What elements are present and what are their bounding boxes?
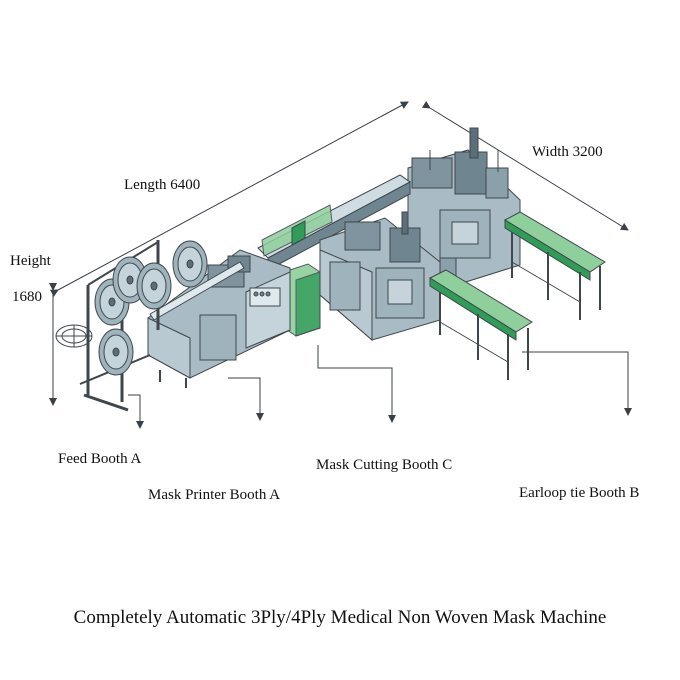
width-dimension-line xyxy=(421,100,629,231)
mask-machine-illustration xyxy=(55,127,606,412)
cutting-pointer xyxy=(317,345,396,423)
dimension-lines xyxy=(49,100,629,406)
feed-booth xyxy=(55,240,208,412)
earloop-pointer xyxy=(522,351,632,416)
width-label: Width 3200 xyxy=(532,144,603,160)
wire-spool xyxy=(55,324,93,348)
earloop-booth-label: Earloop tie Booth B xyxy=(519,485,640,501)
length-dimension-line xyxy=(49,101,409,297)
material-roll xyxy=(136,262,172,310)
length-label: Length 6400 xyxy=(124,177,201,193)
height-label: Height xyxy=(10,253,51,269)
cutting-booth-label: Mask Cutting Booth C xyxy=(316,457,453,473)
material-roll xyxy=(172,240,208,288)
main-rail xyxy=(257,174,411,271)
booth-pointers xyxy=(128,345,632,429)
printer-booth xyxy=(147,249,291,388)
material-roll xyxy=(94,278,130,326)
earloop-booth-rear xyxy=(407,127,606,320)
cutting-booth xyxy=(319,211,533,380)
feed-pointer xyxy=(128,394,144,429)
printer-pointer xyxy=(228,377,264,421)
feed-booth-label: Feed Booth A xyxy=(58,451,142,467)
green-enclosure xyxy=(283,263,321,337)
height-value-label: 1680 xyxy=(12,289,42,305)
diagram-caption: Completely Automatic 3Ply/4Ply Medical N… xyxy=(73,607,607,628)
printer-booth-label: Mask Printer Booth A xyxy=(148,487,281,503)
material-roll xyxy=(98,328,134,376)
